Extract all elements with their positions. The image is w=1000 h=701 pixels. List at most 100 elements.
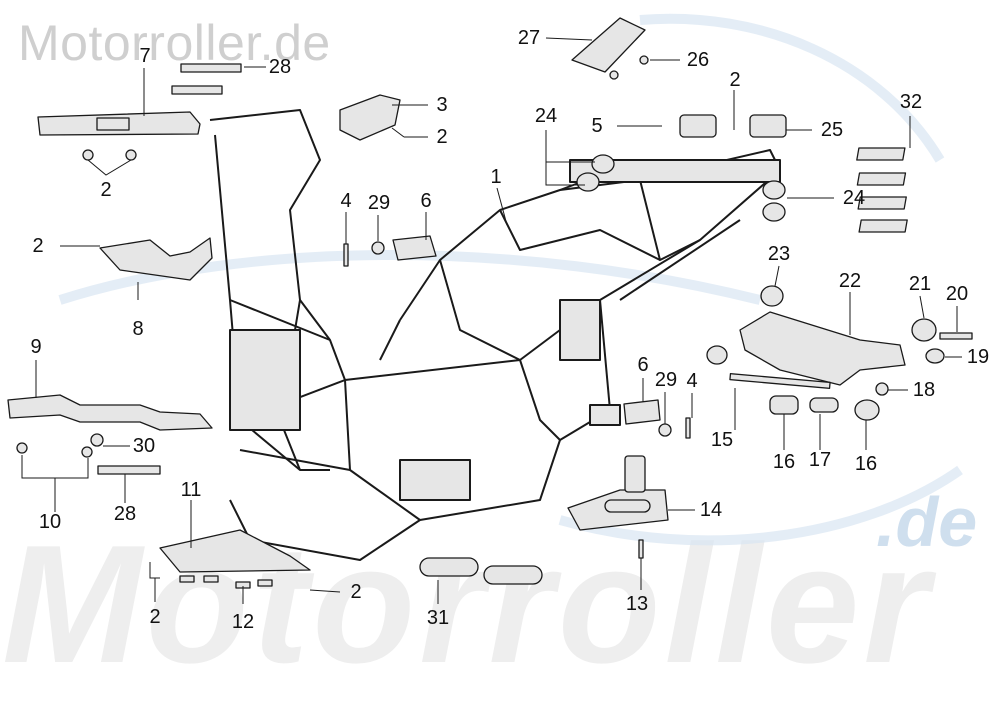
bracket-6-a [392, 235, 437, 261]
bolt-10-a [16, 442, 28, 454]
callout-c7: 7 [139, 45, 150, 67]
bushing-24-a [591, 154, 615, 174]
callout-c2a: 2 [100, 179, 111, 201]
plate-28-top [180, 63, 242, 73]
nut-18 [875, 382, 889, 396]
bracket-6-b [623, 399, 661, 425]
callout-c6b: 6 [637, 354, 648, 376]
callout-c13: 13 [626, 593, 648, 615]
callout-c6a: 6 [420, 190, 431, 212]
plate-28-top-b [171, 85, 223, 95]
callout-c12: 12 [232, 611, 254, 633]
callout-c25: 25 [821, 119, 843, 141]
callout-c2b: 2 [436, 126, 447, 148]
callout-c2c: 2 [729, 69, 740, 91]
callout-c4a: 4 [340, 190, 351, 212]
bolt-2-b [125, 149, 137, 161]
bolt-20 [939, 332, 973, 340]
tube-31-b [483, 565, 543, 585]
bushing-23-a [760, 285, 784, 307]
washer-19 [925, 348, 945, 364]
callout-c10: 10 [39, 511, 61, 533]
bracket-3 [339, 94, 401, 141]
callout-c29a: 29 [368, 192, 390, 214]
callout-c19: 19 [967, 346, 989, 368]
callout-c3: 3 [436, 94, 447, 116]
callout-c30: 30 [133, 435, 155, 457]
callout-c28a: 28 [269, 56, 291, 78]
bushing-24-b [576, 172, 600, 192]
bolt-13 [638, 539, 644, 559]
pad-32-a [856, 147, 906, 161]
bushing-24-c [762, 180, 786, 200]
bracket-7 [37, 111, 201, 136]
washer-30 [90, 433, 104, 447]
sleeve-16-b [854, 399, 880, 421]
main-frame [209, 109, 781, 561]
callout-c18: 18 [913, 379, 935, 401]
callout-c1: 1 [490, 166, 501, 188]
bolt-26-b [639, 55, 649, 65]
pad-32-b [856, 172, 907, 186]
callout-c2f: 2 [350, 581, 361, 603]
bolt-4-a [343, 243, 349, 267]
callout-c16b: 16 [855, 453, 877, 475]
callout-c21: 21 [909, 273, 931, 295]
tube-31-a [419, 557, 479, 577]
mount-25-b [749, 114, 787, 138]
rail-9 [7, 394, 213, 431]
callout-c32: 32 [900, 91, 922, 113]
pad-12-d [257, 579, 273, 587]
watermark-top: Motorroller.de [18, 15, 331, 71]
callout-c29b: 29 [655, 369, 677, 391]
pad-12-a [179, 575, 195, 583]
callout-c15: 15 [711, 429, 733, 451]
callout-c24a: 24 [535, 105, 557, 127]
plate-14-tab [624, 455, 646, 493]
callout-c4b: 4 [686, 370, 697, 392]
bolt-26-a [609, 70, 619, 80]
callout-c24b: 24 [843, 187, 865, 209]
swing-arm-22 [739, 311, 906, 386]
callout-c2e: 2 [149, 606, 160, 628]
washer-29-a [371, 241, 385, 255]
callout-c27: 27 [518, 27, 540, 49]
callout-c23: 23 [768, 243, 790, 265]
bolt-2-a [82, 149, 94, 161]
bolt-4-b [685, 417, 691, 439]
bolt-15 [729, 373, 831, 389]
callout-c17: 17 [809, 449, 831, 471]
pad-12-b [203, 575, 219, 583]
sleeve-16-a [769, 395, 799, 415]
washer-29-b [658, 423, 672, 437]
callout-c20: 20 [946, 283, 968, 305]
callout-c5: 5 [591, 115, 602, 137]
callout-c16a: 16 [773, 451, 795, 473]
callout-c9: 9 [30, 336, 41, 358]
callout-c31: 31 [427, 607, 449, 629]
watermark-swoosh [58, 13, 963, 546]
callout-c22: 22 [839, 270, 861, 292]
exploded-frame-diagram: 7282322726252524132244296282322212019918… [7, 13, 989, 633]
callout-c8: 8 [132, 318, 143, 340]
parts-diagram-canvas: Motorroller Motorroller.de .de [2, 13, 989, 698]
bushing-24-d [762, 202, 786, 222]
callout-c28b: 28 [114, 503, 136, 525]
bracket-8 [99, 237, 213, 281]
bushing-21 [911, 318, 937, 342]
sleeve-17 [809, 397, 839, 413]
mount-25-a [679, 114, 717, 138]
bushing-23-b [706, 345, 728, 365]
callout-c2d: 2 [32, 235, 43, 257]
plate-27 [571, 17, 646, 73]
pad-32-d [858, 219, 908, 233]
plate-14-slot [604, 499, 651, 513]
callout-c11: 11 [181, 479, 202, 501]
plate-28-bottom [97, 465, 161, 475]
tray-11 [159, 529, 311, 573]
pad-32-c [857, 196, 907, 210]
callout-c26: 26 [687, 49, 709, 71]
bolt-10-b [81, 446, 93, 458]
callout-c14: 14 [700, 499, 722, 521]
